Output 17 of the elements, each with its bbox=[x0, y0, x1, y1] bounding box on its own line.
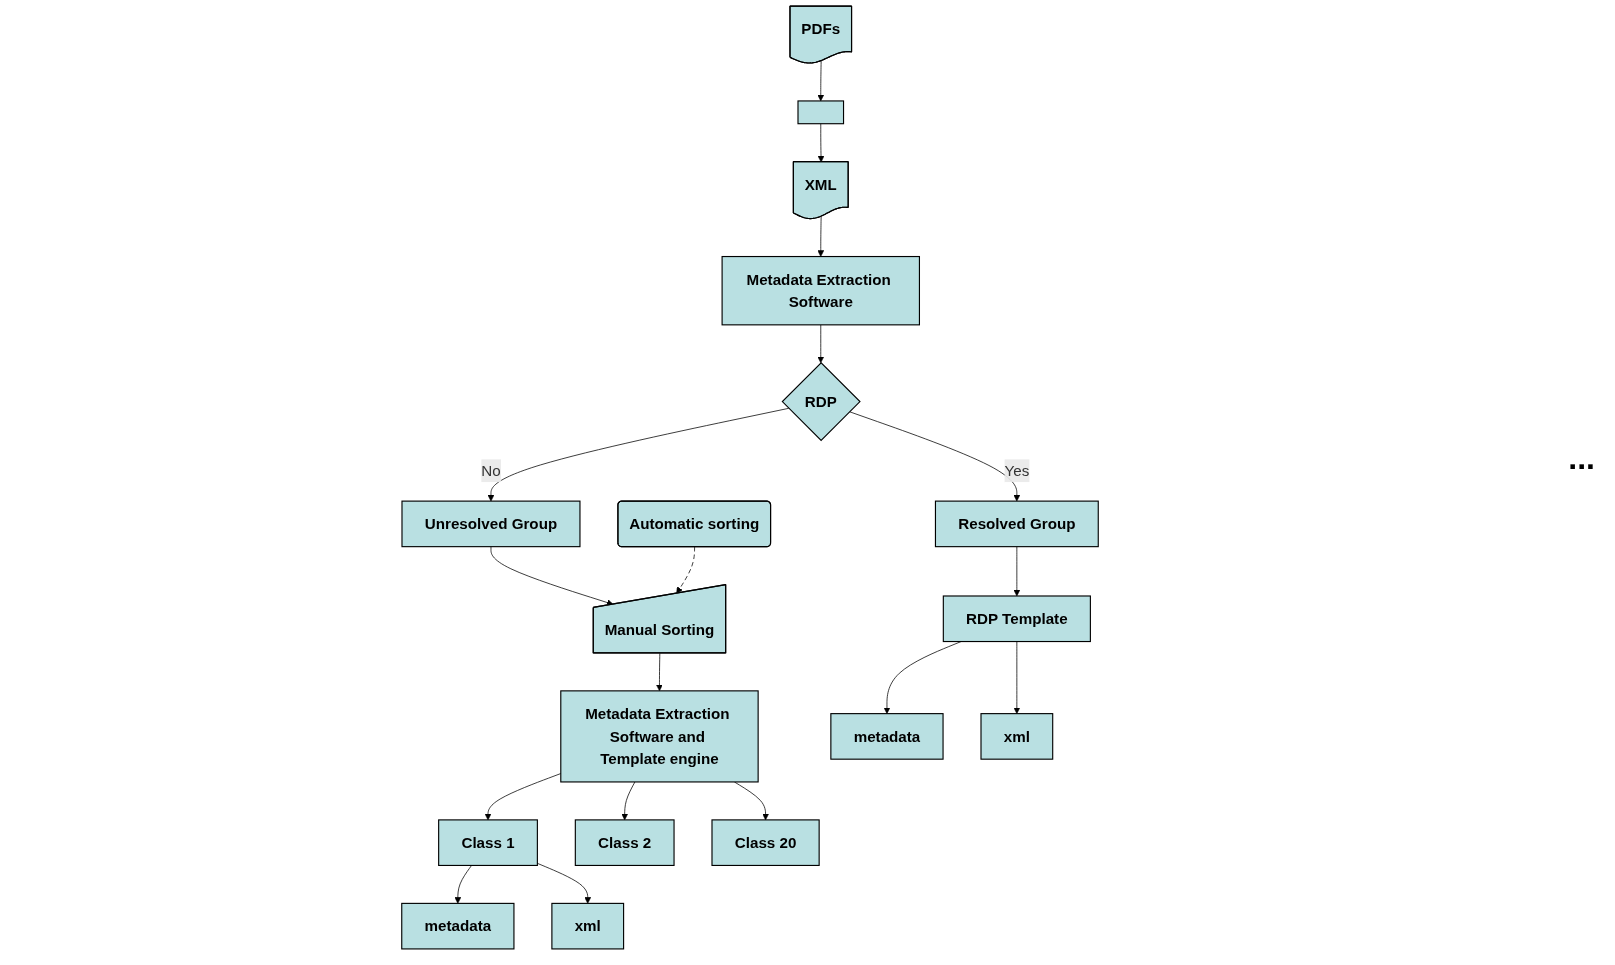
node-box: RDP Template bbox=[942, 595, 1091, 643]
node-box: Class 1 bbox=[438, 819, 538, 866]
ellipsis-label: ... bbox=[1568, 440, 1595, 477]
edge-label: Yes bbox=[1004, 462, 1030, 480]
edge-label: No bbox=[481, 462, 501, 480]
node-box bbox=[797, 100, 845, 125]
node-box: Metadata Extraction Software bbox=[721, 255, 920, 326]
node-box: metadata bbox=[401, 902, 515, 950]
node-box: Resolved Group bbox=[934, 500, 1099, 548]
node-box: metadata bbox=[830, 713, 944, 760]
node-box: Class 20 bbox=[711, 819, 820, 866]
node-box: Metadata Extraction Software and Template engine bbox=[560, 690, 759, 783]
node-box: Class 2 bbox=[574, 819, 675, 866]
node-box: xml bbox=[980, 713, 1054, 760]
node-box: xml bbox=[551, 902, 625, 950]
node-box: Unresolved Group bbox=[401, 500, 581, 548]
node-diamond: RDP bbox=[781, 362, 861, 442]
